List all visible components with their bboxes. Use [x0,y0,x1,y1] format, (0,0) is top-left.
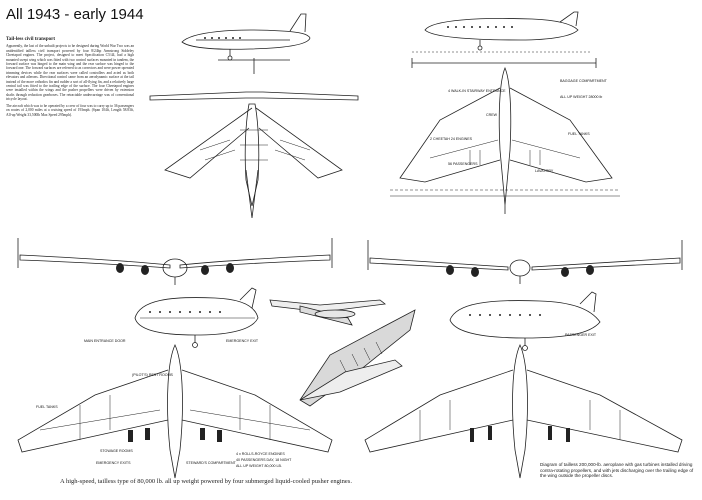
perspective-sketch-lower [299,309,416,407]
label-entrance: 4 WALK-IN STAIRWAY ENTRANCE [448,89,506,93]
plan-view-top-right [390,58,620,214]
label-main-door: MAIN ENTRANCE DOOR [84,339,126,343]
label-fuel-tanks: FUEL TANKS [36,405,58,409]
label-emergency-exits: EMERGENCY EXITS [96,461,131,465]
perspective-sketch-upper [269,299,386,326]
plan-view-bottom-right [364,344,683,479]
label-emergency-exit: EMERGENCY EXIT [226,339,259,343]
label-all-up-weight: ALL UP WEIGHT 80,000 LB. [236,464,282,468]
front-view-right [367,240,683,284]
caption-right: Diagram of tailless 200,000-lb. aeroplan… [540,462,694,479]
side-view-right [449,291,601,351]
label-rr-engines: 4 x ROLLS-ROYCE ENGINES [236,452,285,456]
label-lavatory: LAVATORY [535,169,554,173]
side-view-top-left [181,13,311,61]
front-view-left [17,238,333,285]
label-passenger-exit: PASSENGER EXIT [565,333,597,337]
label-crew: CREW [486,113,498,117]
label-passengers: 56 PASSENGERS [448,162,478,166]
article-heading: Tail-less civil transport [6,37,55,42]
article-text: Tail-less civil transport Apparently, th… [6,37,134,119]
plan-view-bottom-left [17,344,333,479]
label-baggage: BAGGAGE COMPARTMENT [560,79,608,83]
label-fuel: FUEL TANKS [568,132,590,136]
label-rest-rooms: (PILOT'S) REST ROOMS [132,373,174,377]
label-passengers-day: 40 PASSENGERS DAY, 18 NIGHT [236,458,292,462]
label-steward: STEWARD'S COMPARTMENT [186,461,237,465]
page-title: All 1943 - early 1944 [6,6,144,23]
label-engines: 2 CHEETAH 24 ENGINES [430,137,473,141]
article-paragraph: Apparently, the last of the unbuilt proj… [6,44,134,102]
side-view-top-right [412,11,590,53]
side-view-left [134,287,259,348]
label-stowage: STOWAGE ROOMS [100,449,133,453]
article-paragraph: The aircraft which was to be operated by… [6,103,134,117]
plan-view-top-left [149,58,359,219]
label-weight: ALL UP WEIGHT 28000 lb [560,95,602,99]
caption-left: A high-speed, tailless type of 80,000 lb… [60,478,352,485]
